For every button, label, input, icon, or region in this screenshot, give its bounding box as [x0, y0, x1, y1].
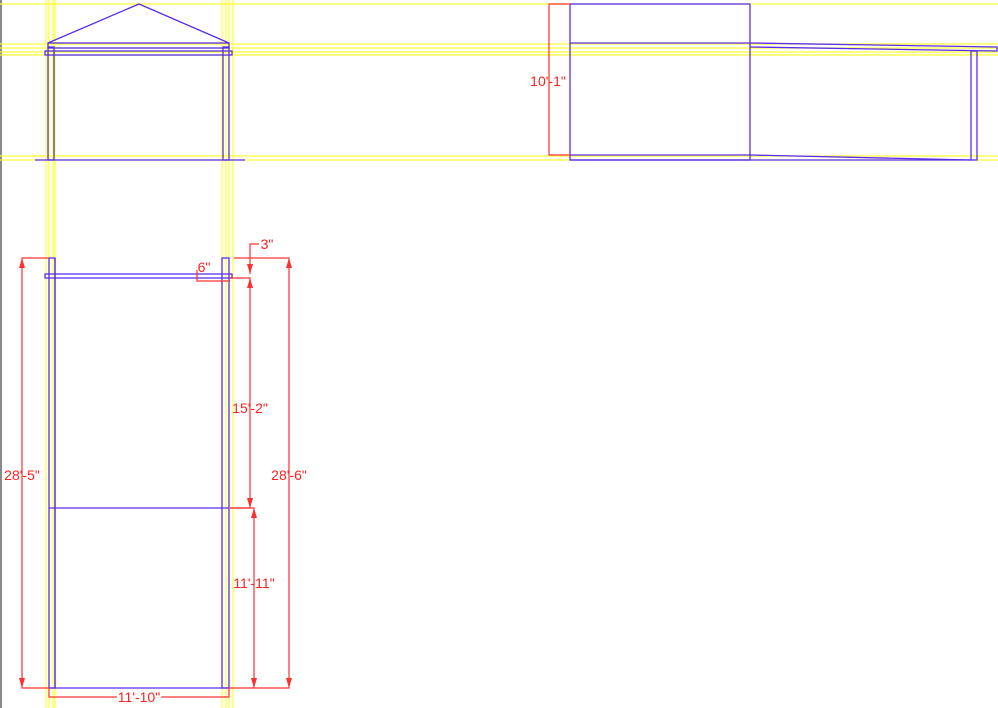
side-elevation: 10'-1"	[530, 3, 998, 161]
dim-overhang: 6"	[198, 259, 211, 275]
dim-lower-span: 11'-11"	[233, 575, 274, 591]
floor-plan	[44, 257, 233, 689]
dim-elevation-height: 10'-1"	[530, 73, 566, 89]
front-elevation	[35, 3, 245, 161]
dim-upper-span: 15'-2"	[232, 400, 268, 416]
dim-overall-left: 28'-5"	[4, 467, 40, 483]
dim-width: 11'-10"	[118, 689, 160, 705]
dim-offset: 3"	[261, 236, 274, 252]
dim-overall-right: 28'-6"	[271, 467, 307, 483]
plan-dimensions: 28'-5" 28'-6" 15'-2" 11'-11" 11'-10" 6" …	[4, 236, 307, 707]
